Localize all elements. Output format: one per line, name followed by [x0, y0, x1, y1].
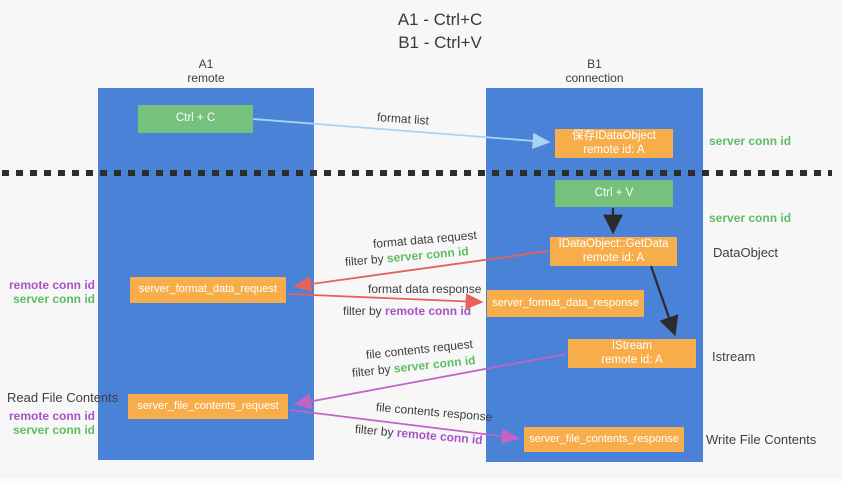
side-label-server-conn-id-top: server conn id — [709, 134, 792, 148]
node-server-format-data-response: server_format_data_response — [487, 290, 644, 317]
node-idataobject-getdata: IDataObject::GetData remote id: A — [550, 237, 677, 266]
label-file-contents-response: file contents response — [375, 400, 493, 425]
node-server-file-contents-request: server_file_contents_request — [128, 394, 288, 419]
side-label-istream: Istream — [712, 349, 756, 364]
session-divider-dotted-line — [2, 170, 832, 176]
side-label-read-file-contents: Read File Contents — [7, 390, 119, 405]
node-ctrl-c: Ctrl + C — [138, 105, 253, 133]
side-label-server-conn-id-upper: server conn id — [12, 292, 95, 306]
side-label-server-conn-id-mid: server conn id — [709, 211, 792, 225]
node-format-request-label: server_format_data_request — [138, 283, 278, 296]
lifeline-a1-subtitle: remote — [187, 71, 225, 85]
label-filter-by-remote-conn-id-2: filter by remote conn id — [354, 422, 484, 448]
lifeline-a1-name: A1 — [198, 57, 214, 71]
bottom-edge-strip — [0, 473, 842, 485]
node-istream-line2: remote id: A — [601, 353, 663, 366]
node-ctrl-v-label: Ctrl + V — [594, 186, 634, 199]
label-format-data-response: format data response — [368, 282, 482, 296]
side-label-conn-ids-lower: remote conn id server conn id — [5, 409, 95, 437]
node-getdata-line2: remote id: A — [582, 251, 645, 264]
node-save-idataobject-line2: remote id: A — [583, 143, 645, 156]
label-filter-by-remote-conn-id-1: filter by remote conn id — [343, 304, 472, 318]
side-label-remote-conn-id-lower: remote conn id — [8, 409, 95, 423]
label-format-list: format list — [376, 110, 430, 128]
diagram-title: A1 - Ctrl+C B1 - Ctrl+V — [300, 8, 580, 54]
node-format-response-label: server_format_data_response — [492, 296, 639, 309]
node-save-idataobject: 保存IDataObject remote id: A — [555, 129, 673, 158]
title-line-ctrl-v: B1 - Ctrl+V — [398, 33, 482, 52]
node-server-format-data-request: server_format_data_request — [130, 277, 286, 303]
lifeline-b1-subtitle: connection — [565, 71, 624, 85]
node-server-file-contents-response: server_file_contents_response — [524, 427, 684, 452]
node-file-response-label: server_file_contents_response — [529, 432, 679, 445]
node-ctrl-c-label: Ctrl + C — [175, 112, 216, 125]
node-getdata-line1: IDataObject::GetData — [558, 238, 669, 250]
node-istream: IStream remote id: A — [568, 339, 696, 368]
title-line-ctrl-c: A1 - Ctrl+C — [397, 10, 483, 29]
lifeline-b1-header: B1 connection — [486, 57, 703, 85]
lifeline-a1-header: A1 remote — [98, 57, 314, 85]
node-file-request-label: server_file_contents_request — [137, 399, 279, 412]
side-label-remote-conn-id-upper: remote conn id — [8, 278, 95, 292]
side-label-server-conn-id-lower: server conn id — [12, 423, 95, 437]
node-istream-line1: IStream — [611, 340, 653, 352]
node-save-idataobject-line1: 保存IDataObject — [572, 130, 656, 142]
side-label-write-file-contents: Write File Contents — [706, 432, 817, 447]
lifeline-b1-name: B1 — [587, 57, 602, 71]
side-label-dataobject: DataObject — [713, 245, 779, 260]
side-label-conn-ids-upper: remote conn id server conn id — [5, 278, 95, 306]
node-ctrl-v: Ctrl + V — [555, 180, 673, 207]
